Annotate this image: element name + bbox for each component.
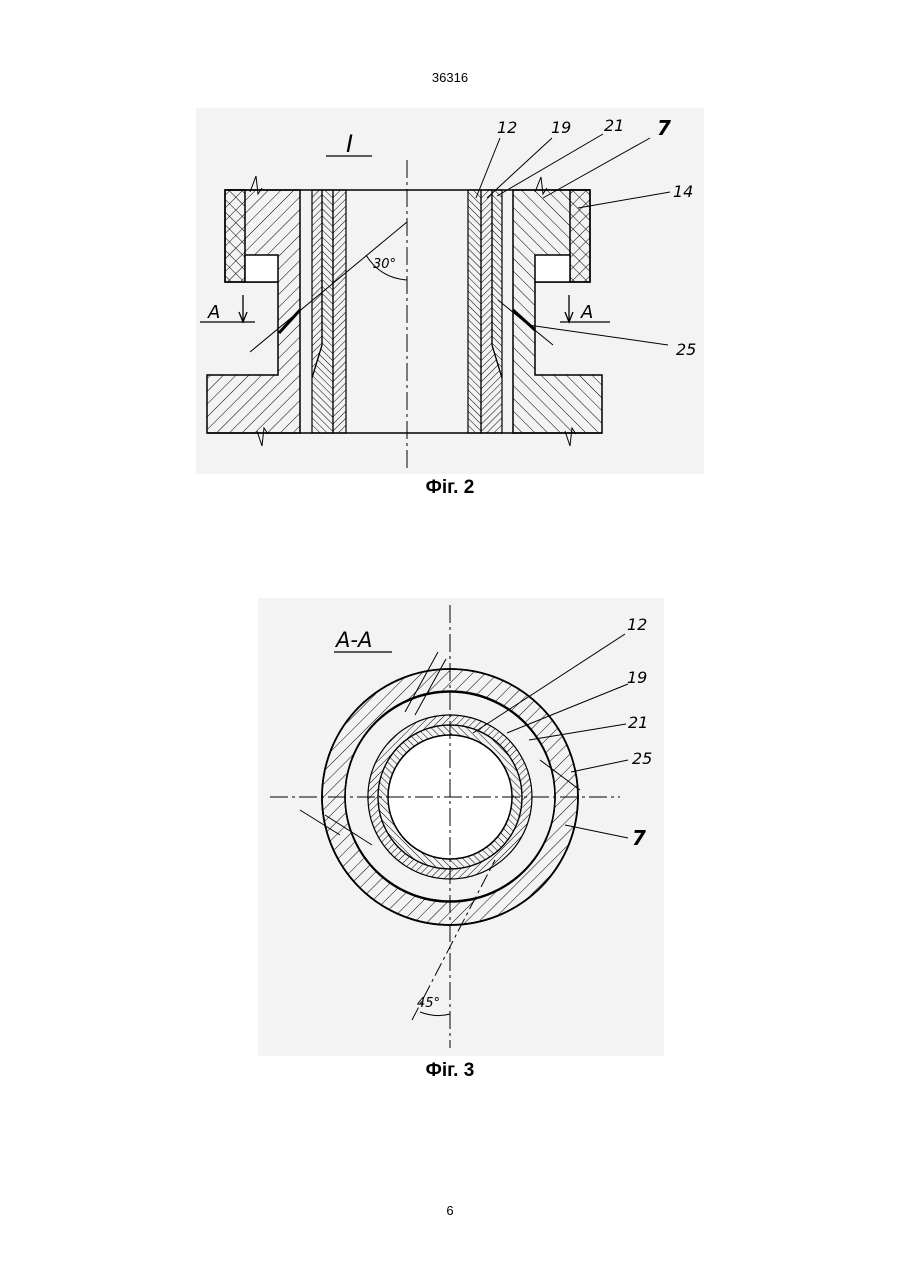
part-label-7: 7 xyxy=(657,116,671,140)
part-label-19: 19 xyxy=(551,118,571,137)
fig3-part-label-19: 19 xyxy=(627,668,647,687)
angle-label-30: 30° xyxy=(373,257,396,272)
fig3-part-label-7: 7 xyxy=(632,826,646,850)
right-inner-wall-c xyxy=(492,190,502,378)
page-number: 6 xyxy=(0,1203,900,1218)
section-label-left: A xyxy=(207,302,220,323)
fig3-part-label-25: 25 xyxy=(632,749,652,768)
figure-3-drawing: A-A 45° 12 19 21 25 7 xyxy=(258,598,664,1056)
right-inner-wall-a xyxy=(468,190,481,433)
fig3-part-label-21: 21 xyxy=(628,713,648,732)
part-label-12: 12 xyxy=(497,118,517,137)
left-flange-ring xyxy=(225,190,245,282)
section-label-right: A xyxy=(580,302,593,323)
part-label-14: 14 xyxy=(673,182,693,201)
figure-2-caption: Фіг. 2 xyxy=(0,477,900,499)
left-groove xyxy=(245,255,278,282)
angle-label-45: 45° xyxy=(417,996,440,1011)
left-inner-wall-c xyxy=(333,190,346,433)
part-label-21: 21 xyxy=(604,116,624,135)
part-label-25: 25 xyxy=(676,340,696,359)
figure-3-caption: Фіг. 3 xyxy=(0,1060,900,1082)
section-title-aa: A-A xyxy=(334,628,372,652)
view-label: I xyxy=(346,130,353,158)
right-groove xyxy=(535,255,570,282)
fig3-part-label-12: 12 xyxy=(627,615,647,634)
figure-2-drawing: I 30° A A 12 19 21 7 14 25 xyxy=(196,108,704,474)
right-flange-ring xyxy=(570,190,590,282)
